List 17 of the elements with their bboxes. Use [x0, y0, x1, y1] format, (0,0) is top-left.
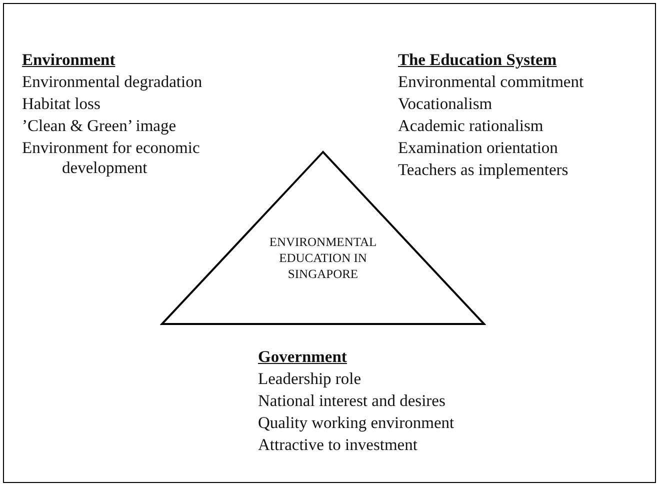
list-item: Academic rationalism [398, 116, 544, 136]
list-item: Teachers as implementers [398, 160, 568, 180]
list-item: Habitat loss [22, 94, 100, 114]
list-item: Environment for economic development [22, 138, 201, 178]
list-item: ’Clean & Green’ image [22, 116, 176, 136]
list-item: Attractive to investment [258, 435, 418, 455]
list-item: Quality working environment [258, 413, 454, 433]
section-heading: Government [258, 347, 347, 367]
section-heading: The Education System [398, 50, 557, 70]
list-item: Environmental degradation [22, 72, 202, 92]
list-item: National interest and desires [258, 391, 446, 411]
triangle-label: ENVIRONMENTAL EDUCATION IN SINGAPORE [268, 234, 378, 282]
section-heading: Environment [22, 50, 116, 70]
list-item: Environmental commitment [398, 72, 584, 92]
list-item: Vocationalism [398, 94, 492, 114]
list-item: Leadership role [258, 369, 362, 389]
list-item: Examination orientation [398, 138, 558, 158]
